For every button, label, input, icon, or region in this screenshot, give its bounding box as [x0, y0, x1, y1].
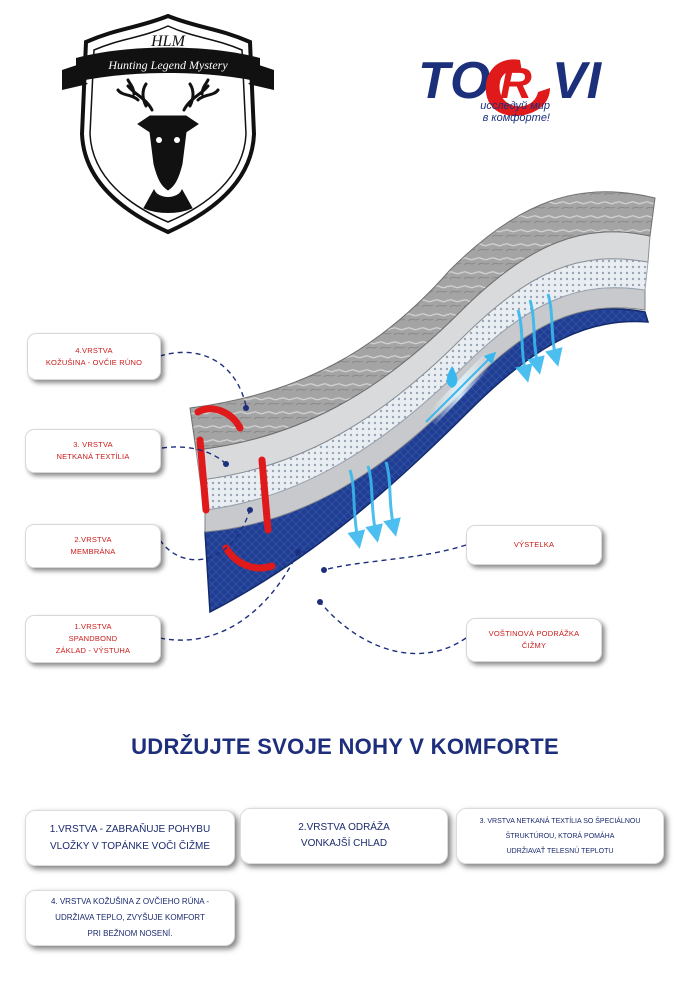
callout-layer-1-line3: základ - výstuha [55, 646, 131, 655]
torvi-wordmark: T O R VI [418, 52, 603, 116]
hlm-logo: HLM Hunting Legend Mystery [62, 14, 274, 235]
water-drop-icon [446, 366, 458, 388]
info-box-layer-2-line1: 2.vrstva odráža [298, 822, 390, 833]
info-box-layer-4-line3: pri bežnom nosení. [87, 929, 173, 938]
torvi-r: R [500, 59, 532, 108]
callout-layer-1: 1.vrstva spandbond základ - výstuha [25, 615, 161, 663]
info-box-layer-3-line3: udržiavať telesnú teplotu [506, 847, 614, 855]
info-box-layer-1: 1.vrstva - zabraňuje pohybu vložky v top… [25, 810, 235, 866]
callout-layer-3-line1: 3. vrstva [73, 440, 113, 449]
info-box-layer-4-line1: 4. vrstva kožušina z ovčieho rúna - [50, 897, 210, 906]
page-headline: UDRŽUJTE SVOJE NOHY V KOMFORTE [131, 734, 559, 759]
callout-layer-2: 2.vrstva membrána [25, 524, 161, 568]
callout-layer-4-line1: 4.vrstva [75, 345, 113, 355]
torvi-vi: VI [552, 52, 603, 110]
hlm-name: Hunting Legend Mystery [107, 58, 228, 72]
callout-insole: výstelka [466, 525, 602, 565]
torvi-slogan-line1: исследуй мир [480, 100, 550, 112]
torvi-slogan-line2: в комфорте! [482, 112, 550, 124]
callout-layer-3: 3. vrstva netkaná textília [25, 429, 161, 473]
callout-layer-2-line1: 2.vrstva [74, 535, 112, 544]
deer-head-icon [116, 78, 220, 213]
torvi-o: O [450, 52, 490, 110]
torvi-logo: T O R VI исследуй мир в комфорте! [410, 52, 650, 132]
hlm-initials: HLM [150, 33, 186, 50]
info-box-layer-1-line1: 1.vrstva - zabraňuje pohybu [49, 824, 211, 835]
torvi-t: T [418, 52, 454, 110]
info-box-layer-3: 3. vrstva netkaná textília so špeciálnou… [456, 808, 664, 864]
callout-sole-line2: čižmy [521, 641, 547, 650]
info-box-layer-1-line2: vložky v topánke voči čižme [49, 841, 211, 852]
callout-layer-1-line2: spandbond [68, 634, 118, 643]
info-box-layer-4-line2: udržiava teplo, zvyšuje komfort [55, 913, 205, 922]
info-box-layer-2-line2: vonkajší chlad [300, 838, 388, 849]
callout-layer-1-line1: 1.vrstva [74, 622, 112, 631]
info-box-layer-3-line1: 3. vrstva netkaná textília so špeciálnou [479, 817, 641, 825]
callout-layer-4-line2: kožušina - ovčie rúno [45, 357, 143, 367]
callout-layer-2-line2: membrána [70, 547, 116, 556]
info-box-layer-3-line2: štruktúrou, ktorá pomáha [505, 832, 615, 840]
info-box-layer-2: 2.vrstva odráža vonkajší chlad [240, 808, 448, 864]
callout-sole: voštinová podrážka čižmy [466, 618, 602, 662]
layer-fur [189, 191, 656, 451]
callout-sole-line1: voštinová podrážka [488, 629, 580, 638]
callout-insole-line1: výstelka [513, 540, 555, 549]
callout-layer-4: 4.vrstva kožušina - ovčie rúno [27, 333, 161, 380]
torvi-slogan: исследуй мир в комфорте! [410, 100, 550, 124]
info-box-layer-4: 4. vrstva kožušina z ovčieho rúna - udrž… [25, 890, 235, 946]
callout-layer-3-line2: netkaná textília [56, 452, 130, 461]
